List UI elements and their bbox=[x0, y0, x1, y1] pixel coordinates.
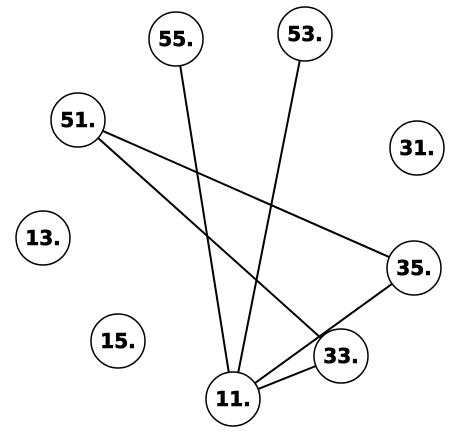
node-n33: 33. bbox=[313, 328, 369, 384]
node-circle bbox=[205, 371, 261, 427]
node-label: 11. bbox=[215, 387, 250, 411]
node-n53: 53. bbox=[277, 6, 333, 62]
edge-n55-n11 bbox=[175, 38, 234, 400]
node-label: 35. bbox=[396, 256, 431, 280]
node-n15: 15. bbox=[90, 313, 146, 369]
node-label: 33. bbox=[323, 344, 358, 368]
edge-n51-n35 bbox=[77, 119, 415, 269]
edge-n51-n33 bbox=[77, 119, 342, 357]
node-n13: 13. bbox=[15, 210, 71, 266]
node-circle bbox=[313, 328, 369, 384]
node-circle bbox=[15, 210, 71, 266]
node-label: 15. bbox=[100, 329, 135, 353]
node-n31: 31. bbox=[389, 120, 445, 176]
node-label: 51. bbox=[60, 108, 95, 132]
nodes-layer: 55. 53. 51. 31. 13. 35. 15. 33. 11. bbox=[15, 6, 445, 427]
node-circle bbox=[277, 6, 333, 62]
node-label: 55. bbox=[158, 27, 193, 51]
node-circle bbox=[90, 313, 146, 369]
node-circle bbox=[50, 92, 106, 148]
node-n11: 11. bbox=[205, 371, 261, 427]
edge-n35-n11 bbox=[232, 267, 415, 400]
node-circle bbox=[148, 11, 204, 67]
node-n55: 55. bbox=[148, 11, 204, 67]
node-circle bbox=[386, 240, 442, 296]
node-label: 13. bbox=[25, 226, 60, 250]
node-n35: 35. bbox=[386, 240, 442, 296]
node-circle bbox=[389, 120, 445, 176]
node-n51: 51. bbox=[50, 92, 106, 148]
node-label: 31. bbox=[399, 136, 434, 160]
node-label: 53. bbox=[287, 22, 322, 46]
edge-n53-n11 bbox=[232, 33, 306, 400]
